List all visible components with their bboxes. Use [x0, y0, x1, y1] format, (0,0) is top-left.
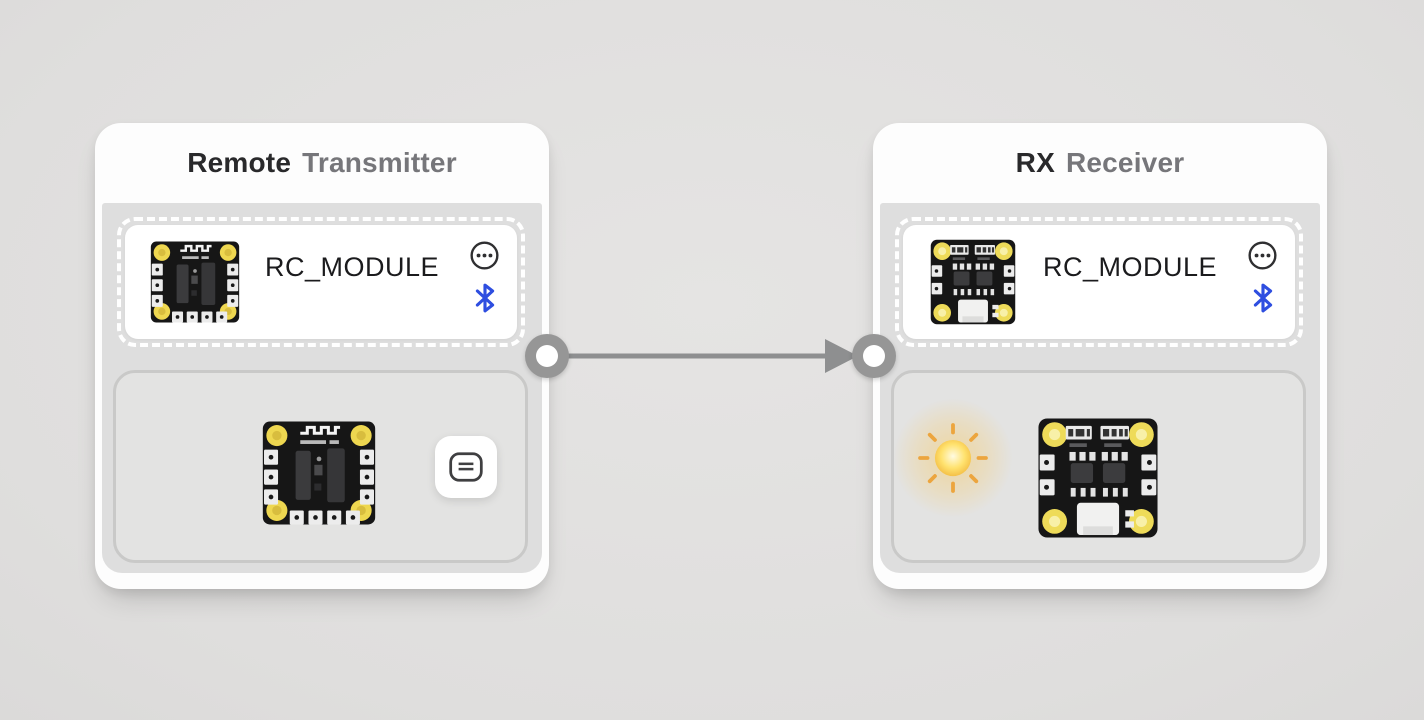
ellipsis-icon — [1248, 241, 1277, 270]
tx-module-row[interactable]: RC_MODULE — [125, 225, 517, 339]
equals-panel-icon — [449, 452, 483, 482]
module-selection-outline: RC_MODULE — [895, 217, 1303, 347]
ellipsis-icon — [470, 241, 499, 270]
sun-brightness-icon — [891, 396, 1015, 520]
module-label: RC_MODULE — [1043, 252, 1218, 282]
receiver-node-title: RX Receiver — [873, 123, 1327, 203]
rx-board-pcb-image — [1038, 418, 1158, 538]
controls-button[interactable] — [435, 436, 497, 498]
transmitter-node-card[interactable]: Remote Transmitter — [95, 123, 549, 589]
tx-module-pcb-image — [150, 241, 240, 323]
rx-module-row[interactable]: RC_MODULE — [903, 225, 1295, 339]
transmitter-board-panel — [113, 370, 528, 563]
receiver-node-card[interactable]: RX Receiver — [873, 123, 1327, 589]
node-title-primary: Remote — [187, 147, 292, 178]
node-title-secondary: Transmitter — [302, 147, 457, 178]
receiver-node-body: RC_MODULE — [880, 203, 1320, 573]
receiver-input-port[interactable] — [852, 334, 896, 378]
more-options-button[interactable] — [1246, 239, 1279, 272]
bluetooth-icon — [1253, 283, 1272, 313]
module-icon-column — [1246, 225, 1279, 339]
more-options-button[interactable] — [468, 239, 501, 272]
receiver-board-panel — [891, 370, 1306, 563]
module-selection-outline: RC_MODULE — [117, 217, 525, 347]
transmitter-node-body: RC_MODULE — [102, 203, 542, 573]
rx-module-pcb-image — [930, 239, 1016, 325]
module-label: RC_MODULE — [265, 252, 440, 282]
module-icon-column — [468, 225, 501, 339]
transmitter-output-port[interactable] — [525, 334, 569, 378]
node-title-primary: RX — [1015, 147, 1055, 178]
node-title-secondary: Receiver — [1065, 147, 1185, 178]
tx-board-pcb-image — [262, 421, 376, 525]
bluetooth-icon — [475, 283, 494, 313]
transmitter-node-title: Remote Transmitter — [95, 123, 549, 203]
